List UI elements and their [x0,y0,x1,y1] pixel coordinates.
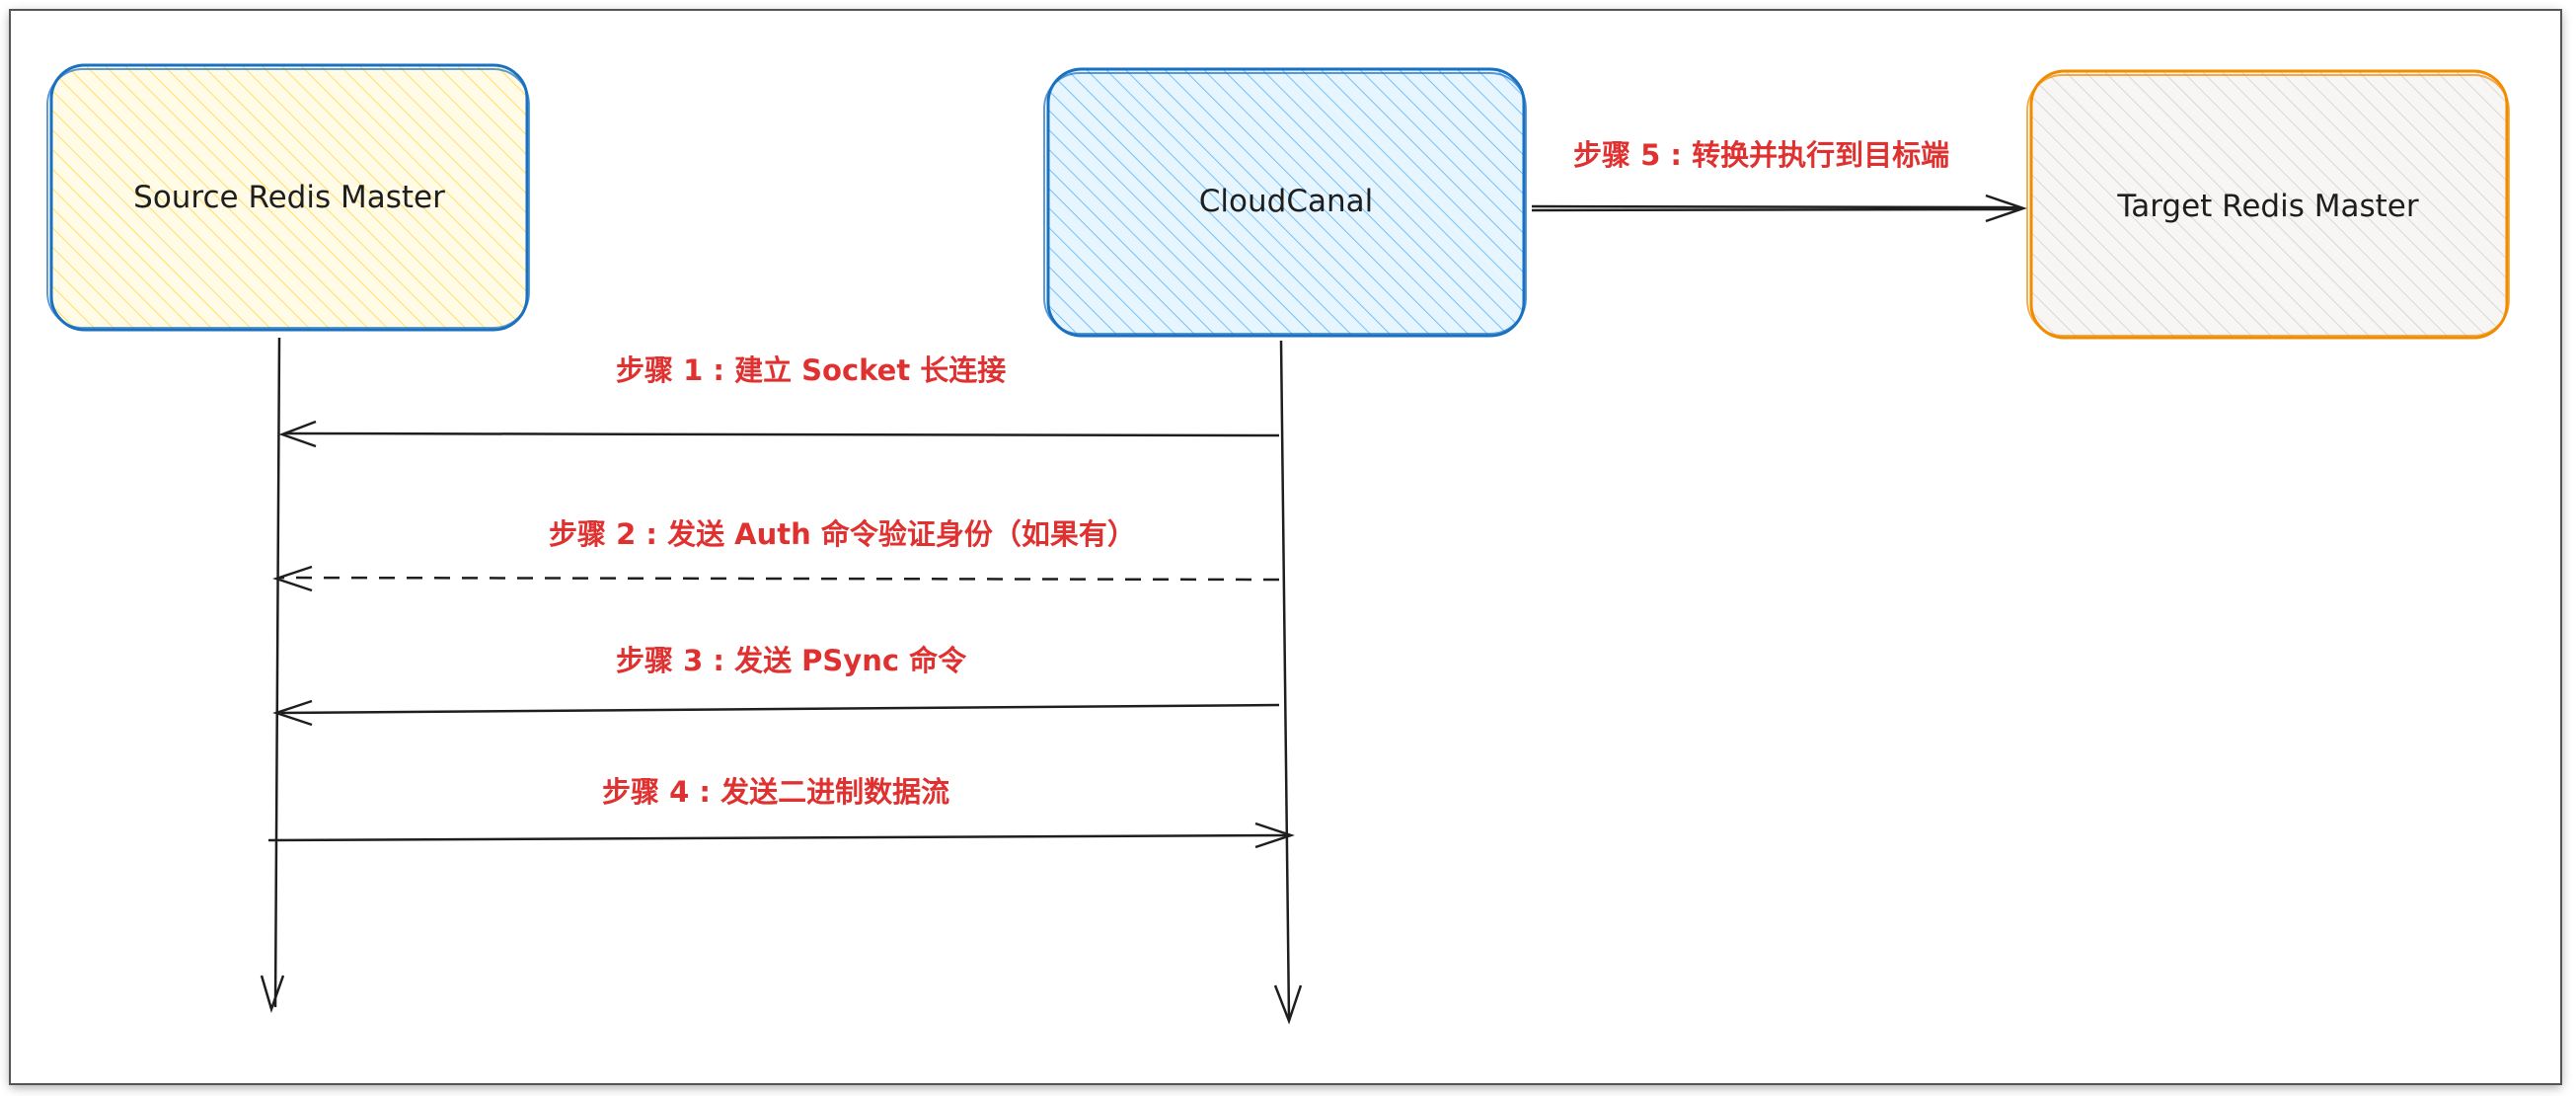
step-3-label: 步骤 3 : 发送 PSync 命令 [616,644,967,677]
node-target-label: Target Redis Master [2116,189,2418,224]
node-target-redis-master: Target Redis Master [2026,69,2510,340]
node-source-label: Source Redis Master [133,180,445,215]
step-4-label: 步骤 4 : 发送二进制数据流 [602,775,949,809]
step-1-label: 步骤 1 : 建立 Socket 长连接 [616,353,1006,387]
step-5-label: 步骤 5 : 转换并执行到目标端 [1573,138,1949,172]
frame-border [9,9,2562,1085]
node-cloudcanal: CloudCanal [1043,67,1527,338]
arrow-step-4 [267,822,1295,849]
arrow-step-2 [272,565,1280,592]
lifeline-cloudcanal [1273,340,1303,1025]
node-cloudcanal-label: CloudCanal [1199,184,1373,219]
lifeline-source [260,337,285,1014]
arrow-step-3 [272,699,1280,727]
node-source-redis-master: Source Redis Master [46,63,530,332]
step-2-label: 步骤 2 : 发送 Auth 命令验证身份（如果有） [549,517,1136,551]
arrow-step-1 [278,420,1280,448]
arrow-step-5 [1531,194,2027,223]
